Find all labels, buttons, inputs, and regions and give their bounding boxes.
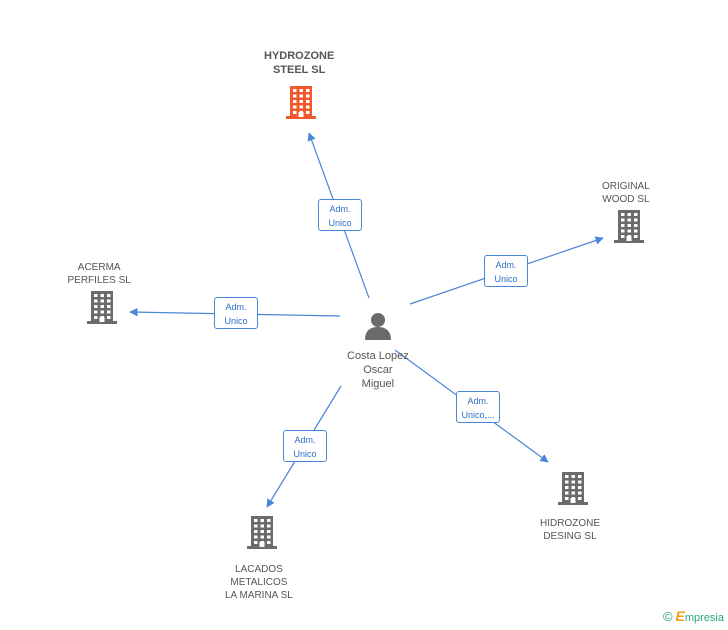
company-name-lacados-metalicos[interactable]: LACADOS METALICOS LA MARINA SL — [225, 563, 293, 602]
company-node-original-wood[interactable] — [612, 208, 646, 249]
empresia-logo: ©Empresia — [663, 608, 724, 624]
company-name-lacados-metalicos-line: LA MARINA SL — [225, 590, 293, 601]
company-name-acerma-perfiles-line: ACERMA — [77, 262, 121, 273]
company-name-original-wood[interactable]: ORIGINAL WOOD SL — [602, 180, 650, 206]
company-name-lacados-metalicos-line: METALICOS — [230, 577, 288, 588]
building-icon — [247, 516, 277, 549]
company-name-acerma-perfiles-line: PERFILES SL — [67, 275, 131, 286]
relation-label-original-wood[interactable]: Adm. Unico — [484, 255, 528, 287]
relation-label-line: Adm. — [495, 260, 517, 270]
company-name-hidrozone-desing-line: HIDROZONE — [540, 518, 600, 529]
company-name-hidrozone-desing[interactable]: HIDROZONE DESING SL — [540, 517, 600, 543]
building-icon — [558, 472, 588, 505]
person-name-line: Costa Lopez — [347, 350, 409, 362]
relation-label-hidrozone-desing[interactable]: Adm. Unico,... — [456, 391, 500, 423]
relation-label-line: Unico — [328, 218, 352, 228]
brand-initial: E — [675, 608, 685, 624]
company-name-hydrozone-steel-line: HYDROZONE — [264, 50, 335, 62]
relation-label-line: Unico,... — [461, 410, 495, 420]
copyright-symbol: © — [662, 609, 673, 624]
relation-label-line: Unico — [293, 449, 317, 459]
relation-label-hydrozone-steel[interactable]: Adm. Unico — [318, 199, 362, 231]
company-name-original-wood-line: ORIGINAL — [602, 181, 650, 192]
building-icon — [286, 86, 316, 119]
person-name-line: Oscar — [363, 364, 393, 376]
person-icon — [365, 313, 391, 340]
company-name-hidrozone-desing-line: DESING SL — [543, 531, 597, 542]
brand-name: mpresia — [684, 612, 724, 624]
company-name-acerma-perfiles[interactable]: ACERMA PERFILES SL — [68, 261, 131, 287]
relation-label-lacados-metalicos[interactable]: Adm. Unico — [283, 430, 327, 462]
company-node-hydrozone-steel[interactable] — [284, 84, 318, 125]
company-name-lacados-metalicos-line: LACADOS — [235, 564, 283, 575]
relation-label-line: Unico — [224, 316, 248, 326]
building-icon — [87, 291, 117, 324]
relation-label-line: Adm. — [467, 396, 489, 406]
company-node-acerma-perfiles[interactable] — [85, 289, 119, 330]
relation-label-line: Adm. — [329, 204, 351, 214]
person-node[interactable] — [363, 311, 393, 346]
relation-label-line: Adm. — [294, 435, 316, 445]
relation-label-acerma-perfiles[interactable]: Adm. Unico — [214, 297, 258, 329]
company-name-hydrozone-steel[interactable]: HYDROZONE STEEL SL — [264, 49, 334, 77]
company-name-hydrozone-steel-line: STEEL SL — [272, 64, 326, 76]
company-node-lacados-metalicos[interactable] — [245, 514, 279, 555]
relation-label-line: Unico — [494, 274, 518, 284]
building-icon — [614, 210, 644, 243]
person-name-line: Miguel — [361, 378, 395, 390]
company-node-hidrozone-desing[interactable] — [556, 470, 590, 511]
company-name-original-wood-line: WOOD SL — [602, 194, 650, 205]
relation-label-line: Adm. — [225, 302, 247, 312]
